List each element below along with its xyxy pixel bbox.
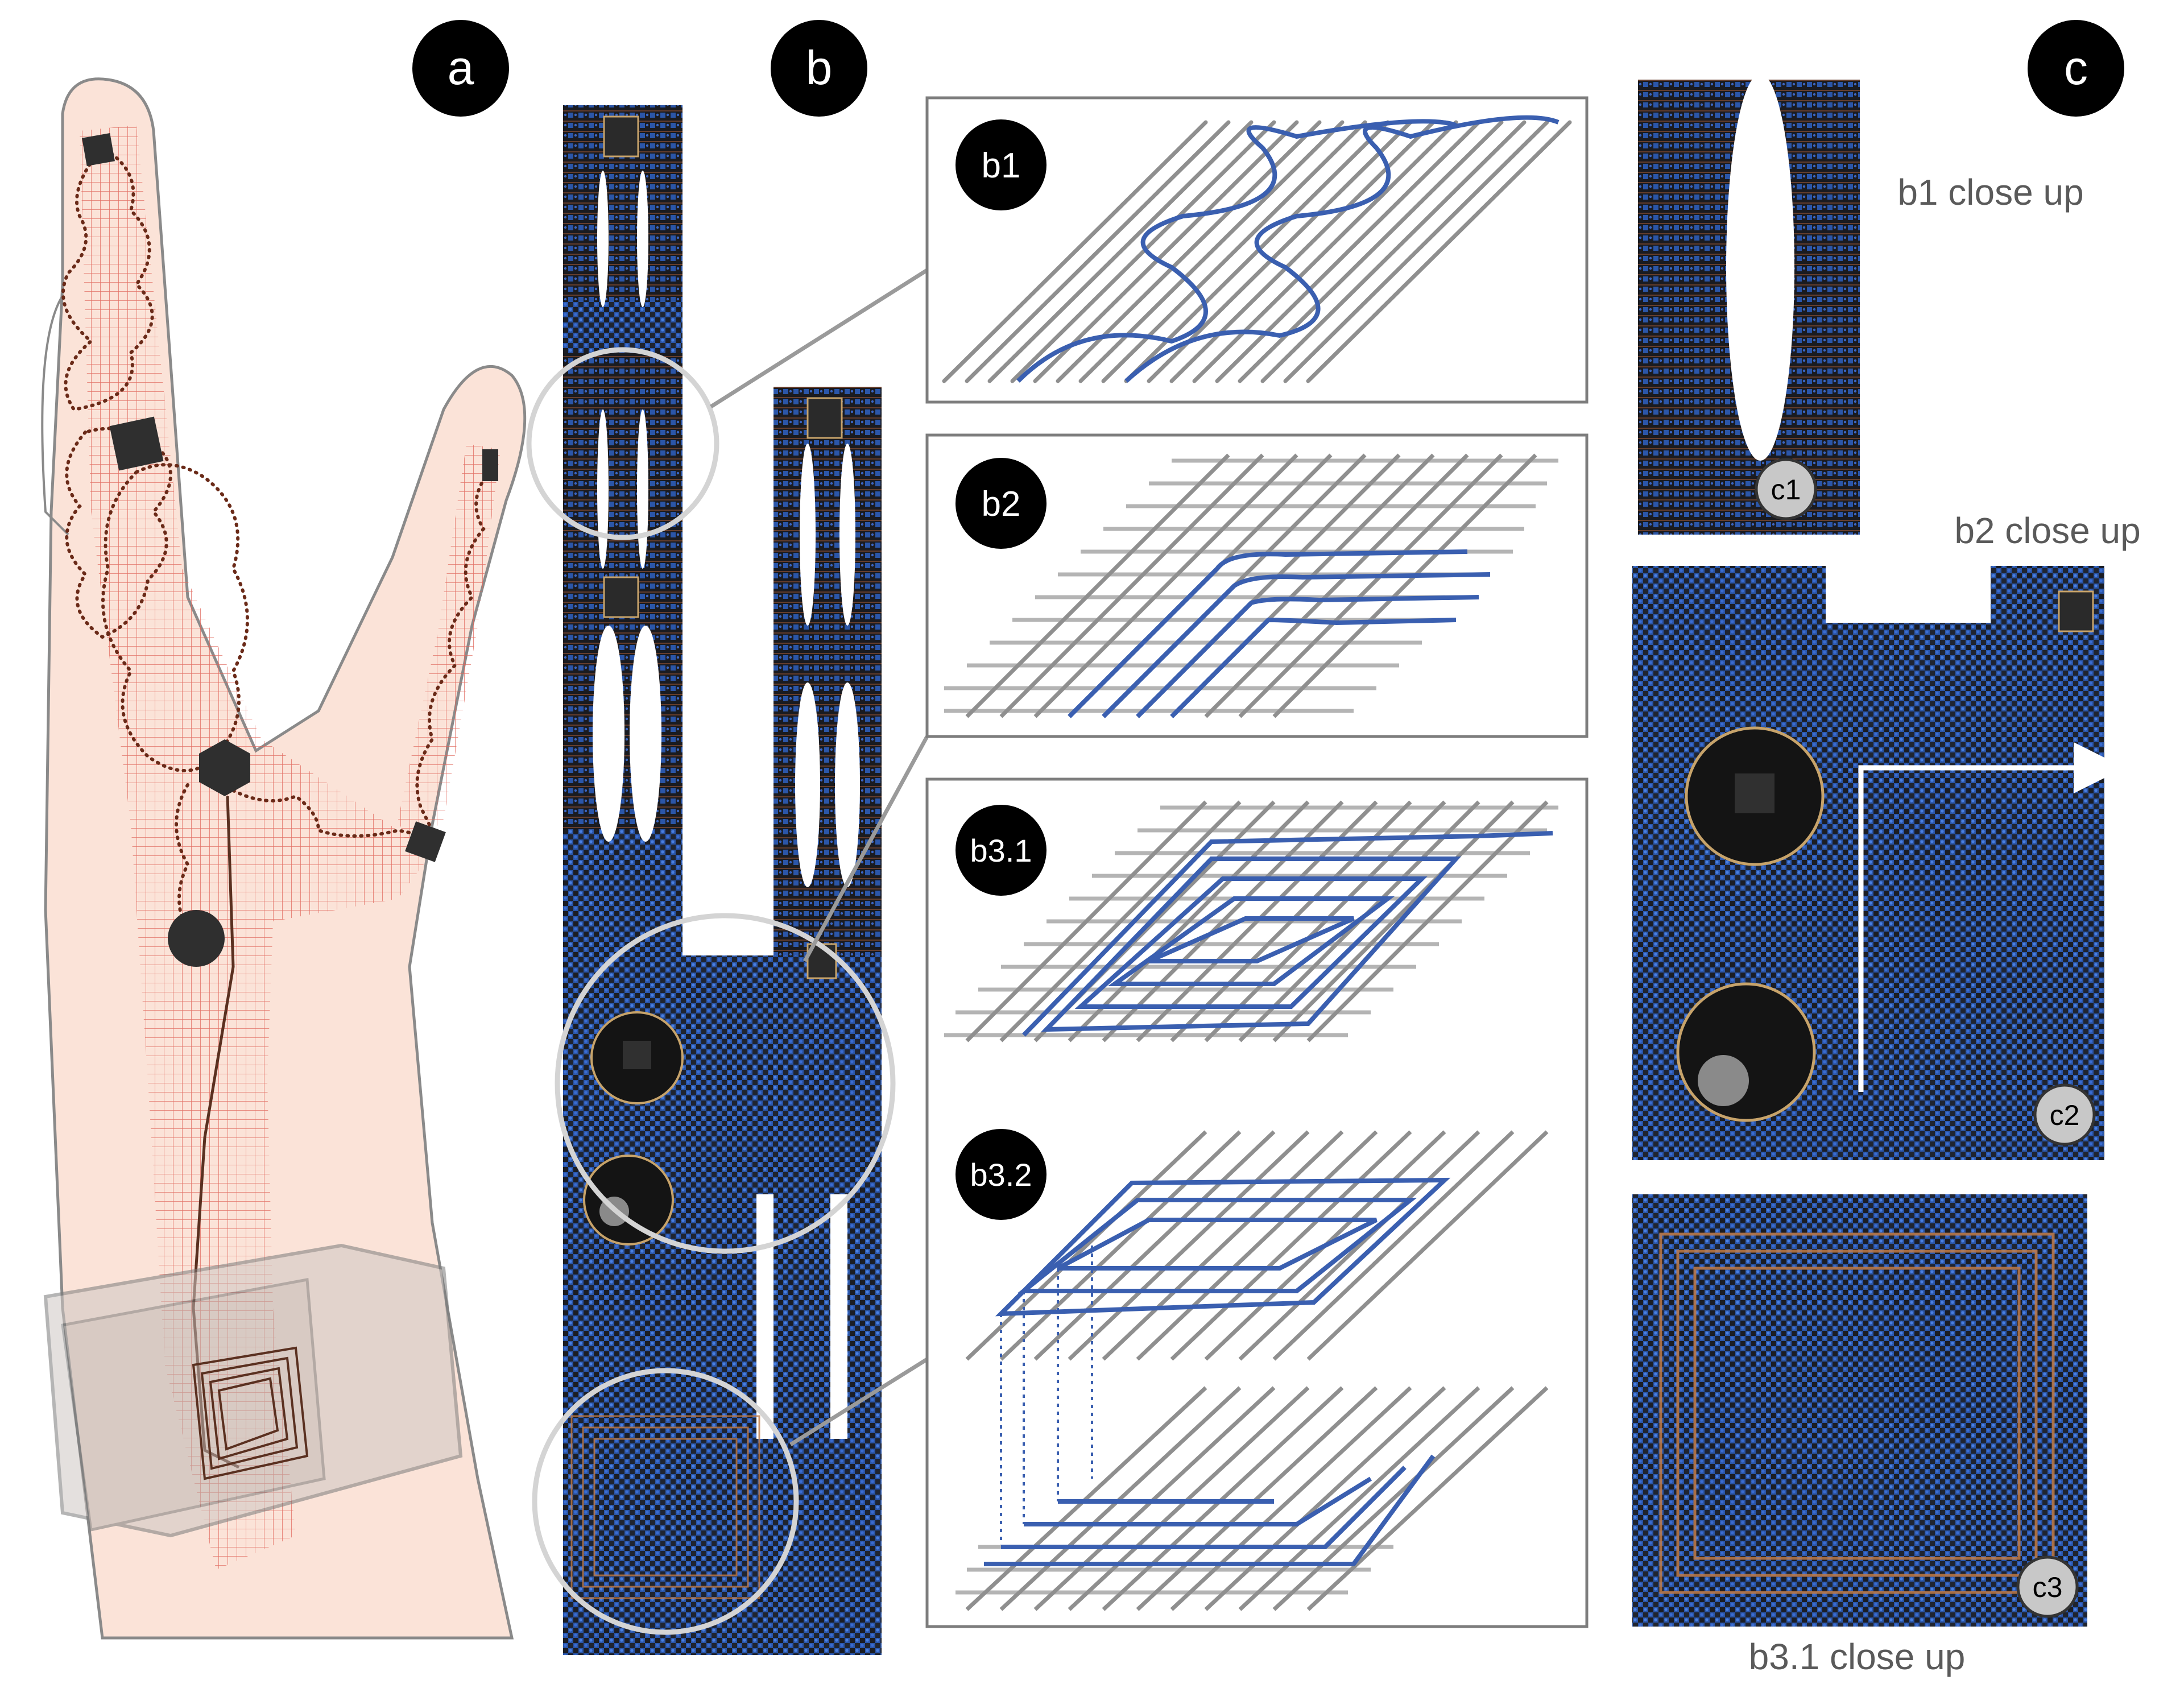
panel-b-badge: [771, 20, 867, 117]
panel-a-label: a: [448, 41, 474, 94]
b32-badge-label: b3.2: [970, 1157, 1032, 1193]
sensor-chip-knuckle: [109, 416, 164, 471]
closeup-c2-badge-label: c2: [2050, 1099, 2080, 1131]
b2-badge: [956, 458, 1046, 549]
b31-badge-label: b3.1: [970, 833, 1032, 868]
sensor-chip-thumb: [482, 449, 498, 481]
highlight-circle-b2: [555, 913, 896, 1254]
b1-badge-label: b1: [982, 146, 1021, 185]
textile-right-strip: [774, 387, 882, 955]
closeup-c1-badge-label: c1: [1771, 474, 1801, 506]
b32-lower-warp: [965, 1386, 1549, 1611]
panel-a-hand-illustration: [41, 77, 527, 1640]
closeup-c3-badge: [2016, 1555, 2079, 1618]
copper-trace-index: [61, 146, 172, 639]
b1-badge: [956, 119, 1046, 210]
closeup-c3-coil: [1659, 1232, 2055, 1594]
closeup-c2-pcb-2: [1676, 982, 1816, 1122]
copper-trace-thumb: [415, 470, 491, 832]
closeup-c2-chip: [2058, 590, 2094, 632]
b32-upper-warp: [965, 1130, 1549, 1361]
panel-c-label: c: [2064, 41, 2088, 94]
b31-blue-coil: [1022, 831, 1553, 1037]
highlight-circle-b1: [526, 347, 719, 540]
hexagon-controller: [199, 739, 250, 796]
textile-chip-right: [806, 397, 843, 439]
panel-b-woven-textile: [526, 105, 929, 1655]
b2-blue-threads: [1068, 549, 1491, 718]
b32-upper-coil: [995, 1177, 1451, 1317]
closeup-c2-pcb-chip: [1735, 773, 1774, 813]
b31-grey-warp: [965, 800, 1549, 1042]
textile-coil: [570, 1415, 760, 1599]
textile-top-band: [563, 301, 682, 353]
round-battery: [168, 910, 225, 967]
inductive-coil: [192, 1346, 309, 1480]
panel-a-badge: [412, 20, 509, 117]
b1-blue-serpentine: [1016, 115, 1560, 383]
panel-b-label: b: [806, 41, 833, 94]
sensor-chip-thumb-base: [405, 821, 446, 862]
closeup-c1-caption: b1 close up: [1897, 172, 2083, 213]
ring-finger: [41, 295, 69, 536]
panel-c-closeups: c1 b1 close up b2 close up c2 c3 b3.1 cl…: [1632, 74, 2141, 1677]
textile-chip-top: [603, 115, 639, 158]
b31-badge: [956, 805, 1046, 896]
inset-b2: b2: [925, 433, 1589, 738]
inset-b1: b1: [925, 96, 1589, 404]
closeup-c2-coin-cell: [1698, 1055, 1749, 1106]
textile-pcb-chip-1: [623, 1041, 651, 1069]
connector-lines: [710, 268, 929, 1446]
arrow-right-icon: [1858, 742, 2125, 1092]
panel-c-badge: [2028, 20, 2124, 117]
sensor-chip-fingertip: [82, 133, 115, 166]
b32-badge: [956, 1129, 1046, 1220]
closeup-c3-photo: [1632, 1194, 2087, 1627]
highlight-circle-b3: [532, 1368, 799, 1635]
closeup-c3-badge-label: c3: [2033, 1571, 2063, 1603]
closeup-c2-notch: [1826, 566, 1991, 623]
b32-lower-coil: [984, 1454, 1436, 1566]
b32-vertical-connections: [1000, 1246, 1093, 1547]
closeup-c2-badge: [2033, 1083, 2096, 1146]
b2-badge-label: b2: [982, 485, 1021, 524]
closeup-c2-caption: b2 close up: [1954, 510, 2140, 551]
closeup-c1-slit: [1726, 74, 1794, 461]
textile-chip-mid: [603, 576, 639, 618]
closeup-c3-caption: b3.1 close up: [1749, 1636, 1966, 1677]
inset-b3: b3.1: [925, 777, 1589, 1628]
textile-pcb-round-2: [583, 1155, 674, 1246]
closeup-c1-badge: [1755, 458, 1817, 520]
